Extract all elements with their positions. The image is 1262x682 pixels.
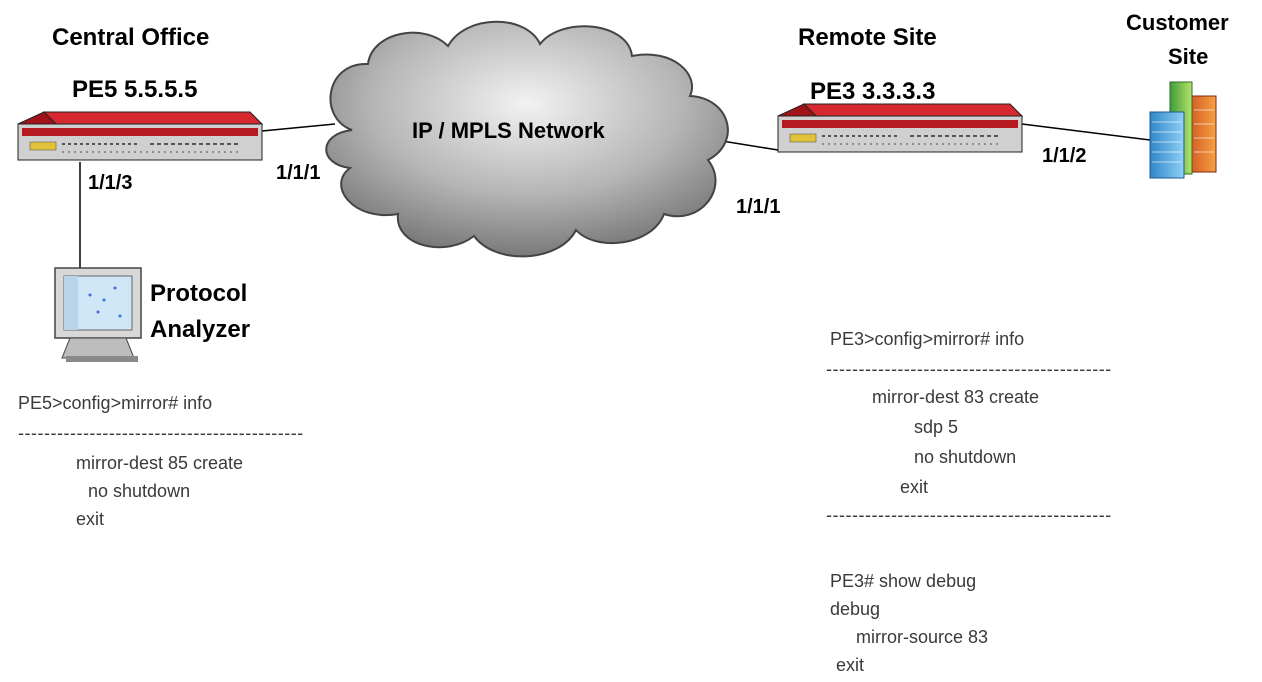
link-pe5-cloud (261, 123, 336, 132)
pe3-config-line: sdp 5 (914, 417, 959, 437)
pe3-debug-line: exit (836, 655, 865, 675)
analyzer-label-line2: Analyzer (150, 316, 251, 343)
pe3-router-icon (777, 103, 1024, 153)
pe5-config-separator: ----------------------------------------… (18, 423, 304, 443)
pe5-config-prompt: PE5>config>mirror# info (18, 393, 213, 413)
central-office-label: Central Office (52, 24, 210, 51)
network-label: IP / MPLS Network (412, 118, 605, 143)
ip-mpls-cloud (325, 20, 729, 258)
protocol-analyzer-icon (54, 267, 142, 362)
link-cloud-pe3 (721, 140, 779, 151)
pe5-config-line: no shutdown (88, 481, 191, 501)
pe5-config-line: mirror-dest 85 create (76, 453, 244, 473)
port-label-pe5-network: 1/1/1 (276, 162, 321, 184)
customer-building-icon (1149, 81, 1217, 179)
pe3-config-line: no shutdown (914, 447, 1017, 467)
pe3-config-line: exit (900, 477, 929, 497)
pe3-config-separator: ----------------------------------------… (826, 359, 1112, 379)
pe3-debug-line: debug (830, 599, 881, 619)
pe5-router-icon (17, 111, 264, 161)
pe5-router-label: PE5 5.5.5.5 (72, 76, 198, 103)
pe3-router-label: PE3 3.3.3.3 (810, 78, 936, 105)
pe5-config-line: exit (76, 509, 105, 529)
pe3-config-separator-2: ----------------------------------------… (826, 505, 1112, 525)
analyzer-label-line1: Protocol (150, 280, 248, 307)
customer-site-label-line2: Site (1168, 44, 1209, 69)
link-pe3-customer (1021, 123, 1151, 141)
remote-site-label: Remote Site (798, 24, 937, 51)
pe3-config-prompt: PE3>config>mirror# info (830, 329, 1025, 349)
customer-site-label-line1: Customer (1126, 10, 1229, 35)
port-label-pe3-customer: 1/1/2 (1042, 145, 1087, 167)
pe3-config-line: mirror-dest 83 create (872, 387, 1040, 407)
pe3-debug-line: mirror-source 83 (856, 627, 989, 647)
port-label-pe3-network: 1/1/1 (736, 196, 781, 218)
port-label-pe5-analyzer: 1/1/3 (88, 172, 133, 194)
pe3-debug-prompt: PE3# show debug (830, 571, 977, 591)
